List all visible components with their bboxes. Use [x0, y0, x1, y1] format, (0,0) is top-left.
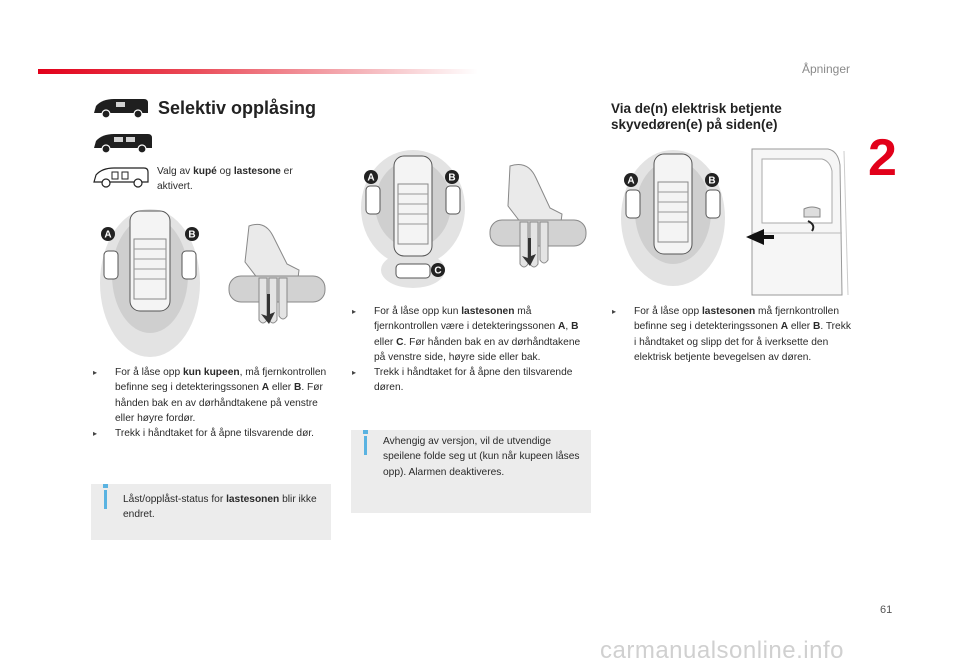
zone-label: A — [627, 176, 634, 187]
list-item: ▸ For å låse opp kun kupeen, må fjernkon… — [93, 365, 333, 426]
header-accent-bar — [38, 69, 478, 74]
zone-marker-icon: B — [705, 173, 719, 187]
bullet-arrow-icon: ▸ — [352, 368, 357, 378]
info-icon — [103, 484, 108, 509]
list-item: ▸ For å låse opp kun lastesonen må fjern… — [352, 304, 594, 365]
section-title: Selektiv opplåsing — [158, 98, 317, 118]
detection-zone-diagram — [100, 209, 200, 357]
list-item: ▸ Trekk i håndtaket for å åpne den tilsv… — [352, 365, 594, 396]
zone-marker-icon: A — [624, 173, 638, 187]
zone-label: B — [448, 173, 455, 184]
list-item: ▸ Trekk i håndtaket for å åpne tilsvaren… — [93, 426, 333, 441]
option-description: Valg av kupé og lastesone er aktivert. — [157, 166, 293, 193]
zone-marker-icon: B — [445, 170, 459, 184]
zone-label: B — [708, 176, 715, 187]
watermark: carmanualsonline.info — [600, 637, 844, 664]
zone-label: B — [188, 230, 195, 241]
instruction-list: ▸ For å låse opp lastesonen må fjernkont… — [612, 304, 852, 365]
zone-label: C — [434, 266, 441, 277]
instruction-list: ▸ For å låse opp kun lastesonen må fjern… — [352, 304, 594, 396]
van-silhouette-icon — [94, 99, 148, 119]
zone-label: A — [104, 230, 111, 241]
section-name: Åpninger — [801, 62, 850, 76]
info-box: Låst/opplåst-status for lastesonen blir … — [91, 484, 331, 540]
sliding-door-illustration — [738, 145, 850, 297]
zone-marker-icon: B — [185, 227, 199, 241]
hand-pulling-handle-icon — [489, 164, 587, 268]
hand-pulling-handle-icon — [228, 223, 326, 324]
zone-marker-icon: A — [101, 227, 115, 241]
van-silhouette-icon — [94, 134, 152, 154]
zone-marker-icon: A — [364, 170, 378, 184]
bullet-arrow-icon: ▸ — [93, 368, 98, 377]
info-box: Avhengig av versjon, vil de utvendige sp… — [351, 430, 591, 513]
detection-zone-diagram — [621, 150, 725, 286]
list-item: ▸ For å låse opp lastesonen må fjernkont… — [612, 304, 852, 365]
zone-marker-icon: C — [431, 263, 445, 277]
chapter-number: 2 — [868, 129, 897, 187]
bullet-arrow-icon: ▸ — [93, 429, 98, 439]
bullet-arrow-icon: ▸ — [612, 307, 617, 316]
detection-zone-diagram — [361, 150, 465, 288]
instruction-list: ▸ For å låse opp kun kupeen, må fjernkon… — [93, 365, 333, 441]
zone-label: A — [367, 173, 374, 184]
info-icon — [363, 430, 368, 455]
section-title: Via de(n) elektrisk betjente skyvedøren(… — [611, 101, 782, 132]
van-silhouette-icon — [93, 167, 149, 188]
page-number: 61 — [880, 604, 893, 616]
bullet-arrow-icon: ▸ — [352, 307, 357, 316]
